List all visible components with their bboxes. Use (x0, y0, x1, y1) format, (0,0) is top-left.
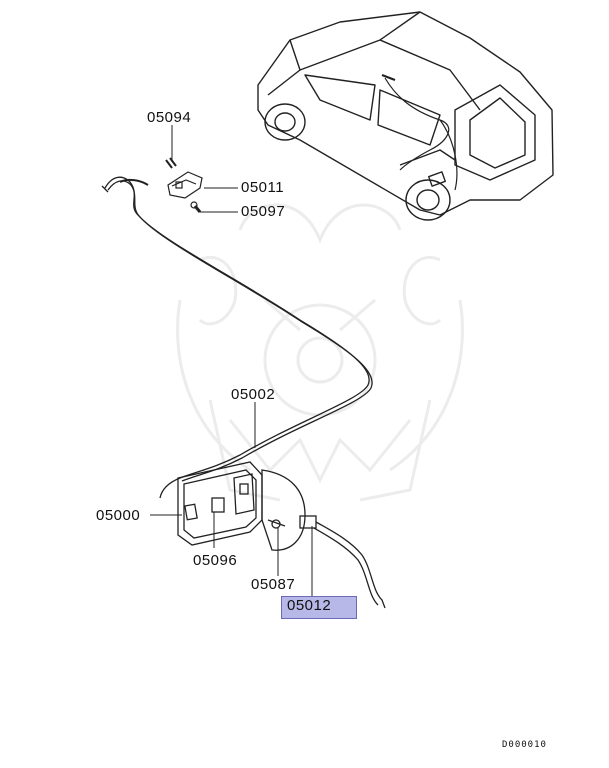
part-label-05011[interactable]: 05011 (241, 179, 285, 196)
release-lever-assembly (165, 157, 203, 213)
part-label-05012[interactable]: 05012 (287, 597, 332, 614)
vehicle-illustration (257, 11, 554, 221)
part-label-05097[interactable]: 05097 (241, 203, 286, 220)
leader-lines (150, 125, 313, 598)
fuel-lid-housing (177, 461, 386, 609)
part-label-05000[interactable]: 05000 (96, 507, 141, 524)
watermark-logo (176, 203, 464, 502)
part-label-05094[interactable]: 05094 (147, 109, 192, 126)
release-cable (101, 176, 373, 499)
part-label-05002[interactable]: 05002 (231, 386, 276, 403)
part-label-05087[interactable]: 05087 (251, 576, 296, 593)
part-label-05096[interactable]: 05096 (193, 552, 238, 569)
diagram-code: D000010 (502, 740, 547, 750)
selected-part-highlight[interactable] (281, 596, 357, 619)
